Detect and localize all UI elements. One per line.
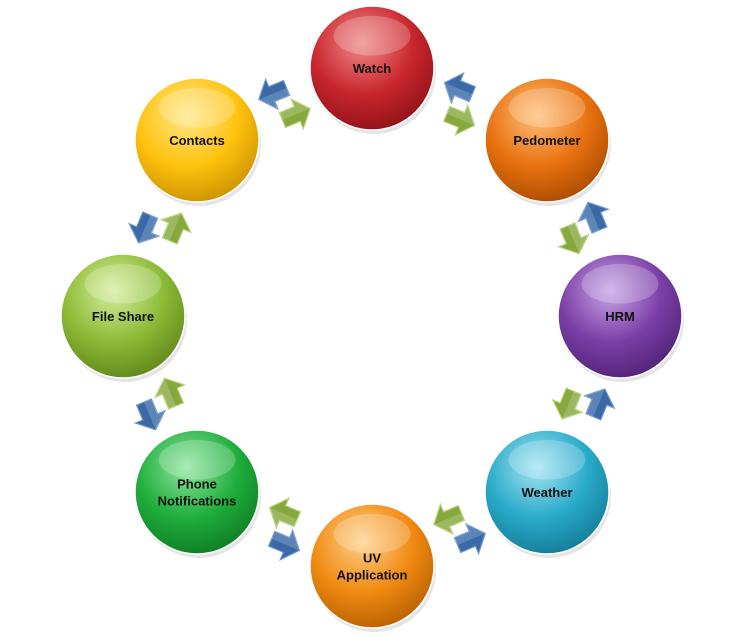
node-circle — [309, 503, 435, 629]
node-label: Application — [337, 568, 408, 583]
arrow-backward-icon — [582, 388, 616, 421]
arrow-forward-icon — [278, 97, 311, 131]
node-circle — [484, 429, 610, 555]
arrow-backward-icon — [128, 211, 161, 244]
arrow-forward-icon — [557, 222, 590, 255]
node-watch: Watch — [309, 5, 436, 134]
node-uv-application: UV Application — [309, 503, 436, 632]
node-gloss — [158, 439, 236, 480]
node-label: Contacts — [169, 133, 225, 148]
arrow-forward-icon — [442, 103, 476, 137]
node-circle — [60, 253, 186, 379]
node-circle — [309, 5, 435, 131]
node-label: Watch — [353, 61, 392, 76]
arrow-forward-icon — [159, 212, 192, 245]
node-gloss — [581, 263, 659, 304]
connector-file-share-contacts — [128, 211, 192, 245]
node-gloss — [333, 15, 411, 56]
connector-hrm-weather — [551, 387, 616, 421]
node-label: Notifications — [158, 494, 237, 509]
node-circle — [134, 77, 260, 203]
node-circle — [484, 77, 610, 203]
connector-pedometer-hrm — [557, 201, 610, 255]
connector-uv-application-phone-notifications — [267, 497, 302, 561]
node-gloss — [158, 87, 236, 128]
arrow-backward-icon — [267, 528, 301, 561]
node-circle — [134, 429, 260, 555]
connector-contacts-watch — [258, 77, 311, 131]
arrow-backward-icon — [443, 71, 477, 105]
node-contacts: Contacts — [134, 77, 261, 206]
node-label: Phone — [177, 477, 217, 492]
arrow-backward-icon — [258, 77, 291, 111]
connectors-layer — [128, 71, 616, 561]
node-label: File Share — [92, 309, 154, 324]
arrow-forward-icon — [268, 497, 302, 530]
arrow-forward-icon — [551, 387, 585, 420]
node-gloss — [508, 87, 586, 128]
node-label: Weather — [521, 485, 572, 500]
arrow-forward-icon — [153, 377, 187, 410]
connector-watch-pedometer — [442, 71, 477, 137]
node-gloss — [84, 263, 162, 304]
node-label: Pedometer — [513, 133, 580, 148]
node-pedometer: Pedometer — [484, 77, 611, 206]
connector-phone-notifications-file-share — [133, 377, 187, 431]
arrow-backward-icon — [577, 201, 610, 234]
node-file-share: File Share — [60, 253, 187, 382]
arrow-backward-icon — [133, 398, 167, 431]
node-weather: Weather — [484, 429, 611, 558]
arrow-forward-icon — [433, 502, 466, 536]
node-gloss — [333, 513, 411, 554]
node-gloss — [508, 439, 586, 480]
node-circle — [557, 253, 683, 379]
node-hrm: HRM — [557, 253, 684, 382]
connector-weather-uv-application — [433, 502, 486, 556]
node-label: UV — [363, 551, 381, 566]
node-label: HRM — [605, 309, 635, 324]
arrow-backward-icon — [453, 522, 486, 556]
